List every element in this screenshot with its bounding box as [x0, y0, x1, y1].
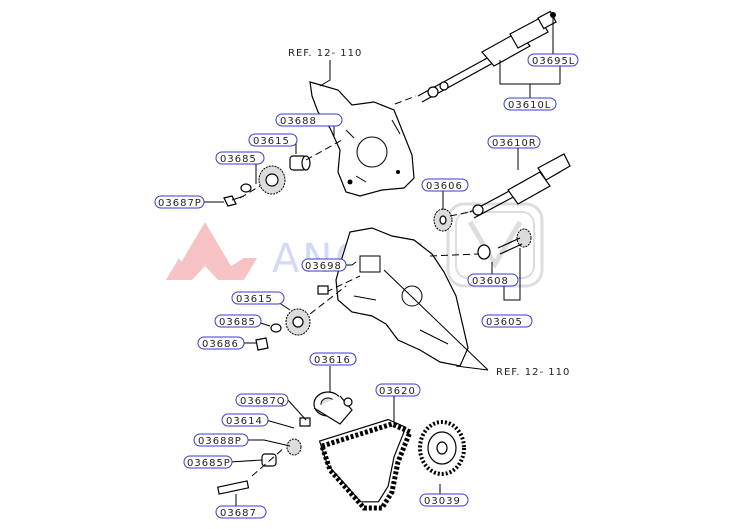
callout-03610L-text: 03610L — [508, 100, 551, 111]
callout-03614-text: 03614 — [226, 416, 263, 427]
callout-03610R[interactable]: 03610R — [487, 135, 541, 149]
callout-03620[interactable]: 03620 — [375, 383, 421, 397]
ref-middle: REF. 12- 110 — [496, 367, 570, 378]
sprocket-upper — [258, 165, 286, 195]
callout-03687P[interactable]: 03687P — [154, 195, 205, 209]
bushing-03608 — [477, 244, 491, 260]
callout-03688-text: 03688 — [280, 116, 317, 127]
callout-03695L[interactable]: 03695L — [527, 53, 579, 67]
callout-03616-text: 03616 — [314, 355, 351, 366]
callout-03620-text: 03620 — [379, 386, 416, 397]
callout-03687P-text: 03687P — [158, 198, 202, 209]
spacer-03688 — [289, 155, 311, 171]
callout-03687Q[interactable]: 03687Q — [235, 393, 289, 407]
callout-03039[interactable]: 03039 — [419, 493, 469, 507]
bolt-03698 — [317, 285, 329, 295]
sprocket-lower — [285, 308, 311, 336]
callout-03616[interactable]: 03616 — [309, 352, 357, 366]
callout-03688P-text: 03688P — [198, 436, 242, 447]
balancer-shaft-left — [417, 10, 557, 103]
callout-03614[interactable]: 03614 — [221, 413, 269, 427]
callout-03687[interactable]: 03687 — [215, 505, 267, 519]
callout-03688[interactable]: 03688 — [275, 113, 343, 127]
callout-03688P[interactable]: 03688P — [193, 433, 249, 447]
callout-03615-upper-text: 03615 — [253, 136, 290, 147]
callout-03685-lower-text: 03685 — [219, 317, 256, 328]
ref-top: REF. 12- 110 — [288, 48, 362, 59]
bolt-03687 — [216, 480, 250, 495]
callout-03698[interactable]: 03698 — [301, 258, 347, 272]
callout-03615-lower-text: 03615 — [236, 294, 273, 305]
callout-03685-upper-text: 03685 — [220, 154, 257, 165]
gear-03605 — [497, 228, 532, 255]
callout-03685-upper[interactable]: 03685 — [215, 151, 265, 165]
callout-03686-text: 03686 — [202, 339, 239, 350]
callout-03615-lower[interactable]: 03615 — [231, 291, 285, 305]
callout-03685-lower[interactable]: 03685 — [214, 314, 262, 328]
crank-sprocket-03039 — [418, 420, 466, 476]
callout-03685P-text: 03685P — [187, 458, 231, 469]
callout-03685P[interactable]: 03685P — [183, 455, 233, 469]
callout-03605-text: 03605 — [486, 317, 523, 328]
bolt-03687Q — [299, 417, 311, 427]
callout-03695L-text: 03695L — [532, 56, 575, 67]
callout-03698-text: 03698 — [305, 261, 342, 272]
bolt-03687P — [223, 195, 245, 207]
upper-casing — [309, 81, 415, 197]
callout-03610L[interactable]: 03610L — [503, 97, 557, 111]
spacer-03688P — [286, 438, 302, 456]
timing-belt-03620 — [318, 418, 414, 511]
washer-03685a — [240, 183, 252, 193]
balancer-shaft-right — [469, 153, 571, 219]
callout-03608-text: 03608 — [472, 276, 509, 287]
callout-03687-text: 03687 — [220, 508, 257, 519]
bolt-03686 — [255, 337, 269, 351]
sprocket-03606 — [433, 208, 453, 232]
callout-03686[interactable]: 03686 — [197, 336, 245, 350]
lower-casing — [335, 227, 469, 367]
tensioner-03616 — [313, 391, 353, 425]
callout-03608[interactable]: 03608 — [467, 273, 519, 287]
washer-03685b — [270, 323, 282, 333]
callout-03606[interactable]: 03606 — [421, 178, 469, 192]
watermark-logo — [166, 222, 257, 280]
callout-03610R-text: 03610R — [492, 138, 537, 149]
callout-03615-upper[interactable]: 03615 — [248, 133, 298, 147]
bushing-03685P — [261, 453, 277, 467]
callout-03605[interactable]: 03605 — [481, 314, 533, 328]
callout-03039-text: 03039 — [424, 496, 461, 507]
callout-03606-text: 03606 — [426, 181, 463, 192]
callout-03687Q-text: 03687Q — [240, 396, 286, 407]
